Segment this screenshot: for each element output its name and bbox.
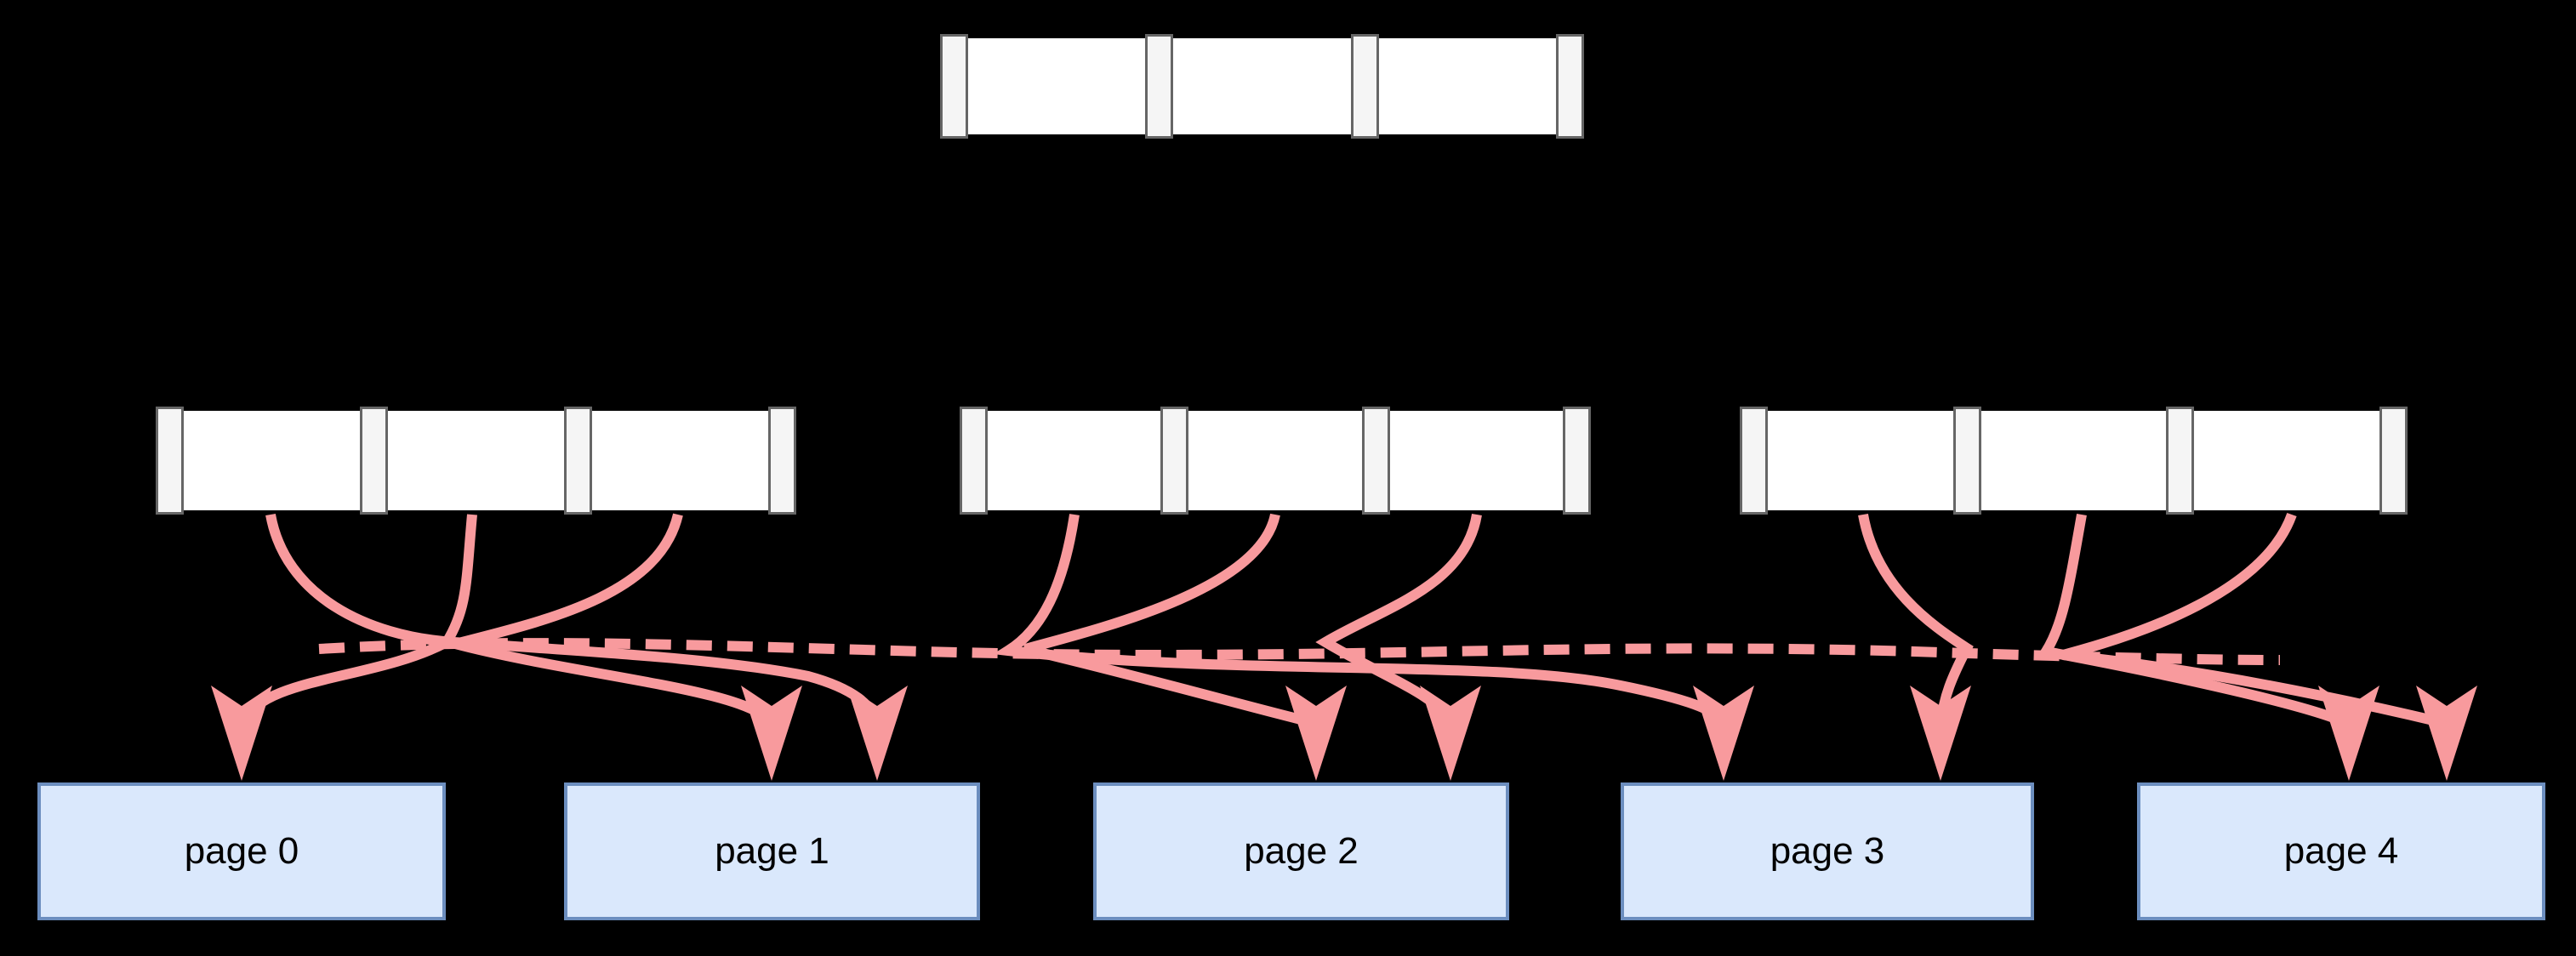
- root-node-cell-1: [968, 38, 1146, 134]
- root-node-slot-divider-3: [1556, 34, 1584, 139]
- internal-node-right-cell-2: [1980, 411, 2167, 510]
- internal-node-right-slot-divider-1: [1952, 407, 1981, 515]
- btree-internal-node-left: [156, 407, 796, 515]
- page-label: page 0: [184, 830, 299, 872]
- page-label: page 4: [2283, 830, 2399, 872]
- internal-node-right-slot-divider-3: [2379, 407, 2408, 515]
- internal-node-right-cell-1: [1768, 411, 1953, 510]
- pointer-arrow-internal-node-middle-cell-2-to-page-2: [1023, 513, 1317, 728]
- pointer-arrowhead-page-1: [741, 686, 802, 781]
- pointer-arrow-internal-node-right-cell-3-to-page-4: [2061, 512, 2446, 728]
- internal-node-left-slot-divider-3: [768, 407, 796, 515]
- pointer-arrowhead-page-0: [211, 686, 272, 781]
- internal-node-middle-cell-1: [988, 411, 1161, 510]
- btree-internal-node-middle: [960, 407, 1591, 515]
- pointer-arrowhead-page-3: [1693, 686, 1754, 781]
- leaf-page-4: page 4: [2137, 782, 2545, 920]
- page-label: page 2: [1244, 830, 1359, 872]
- leaf-page-3: page 3: [1621, 782, 2034, 920]
- internal-node-left-slot-divider-2: [564, 407, 592, 515]
- internal-node-middle-slot-divider-2: [1361, 407, 1390, 515]
- leaf-page-2: page 2: [1093, 782, 1509, 920]
- root-node-cell-2: [1173, 38, 1351, 134]
- pointer-arrowhead-page-4: [2416, 686, 2477, 781]
- pointer-arrow-internal-node-left-cell-1-to-page-1: [265, 513, 882, 726]
- internal-node-middle-cell-3: [1389, 411, 1563, 510]
- page-label: page 3: [1770, 830, 1885, 872]
- internal-node-middle-slot-divider-1: [1160, 407, 1189, 515]
- dashed-link-line: [318, 638, 2281, 665]
- pointer-arrowhead-page-3: [1910, 686, 1971, 781]
- internal-node-left-slot-divider-1: [360, 407, 388, 515]
- btree-root-node: [940, 34, 1584, 139]
- internal-node-middle-slot-divider-3: [1563, 407, 1591, 515]
- page-label: page 1: [715, 830, 829, 872]
- internal-node-left-cell-3: [592, 411, 768, 510]
- pointer-arrow-internal-node-left-cell-2-to-page-0: [237, 514, 477, 726]
- pointer-arrow-internal-node-middle-cell-3-to-page-2: [1315, 513, 1482, 726]
- internal-node-left-cell-1: [184, 411, 360, 510]
- internal-node-right-slot-divider-0: [1740, 407, 1768, 515]
- pointer-arrowhead-page-2: [1285, 686, 1347, 781]
- internal-node-left-slot-divider-0: [156, 407, 184, 515]
- pointer-arrowhead-page-1: [846, 686, 908, 781]
- btree-internal-node-right: [1740, 407, 2408, 515]
- root-node-slot-divider-2: [1350, 34, 1379, 139]
- internal-node-left-cell-2: [388, 411, 564, 510]
- internal-node-right-slot-divider-2: [2166, 407, 2195, 515]
- leaf-page-1: page 1: [564, 782, 980, 920]
- leaf-page-0: page 0: [37, 782, 446, 920]
- root-node-slot-divider-1: [1145, 34, 1174, 139]
- root-node-slot-divider-0: [940, 34, 968, 139]
- pointer-arrow-internal-node-left-cell-3-to-page-1: [435, 513, 776, 726]
- pointer-arrowhead-page-2: [1420, 686, 1481, 781]
- pointer-arrow-internal-node-middle-cell-1-to-page-3: [993, 514, 1729, 726]
- internal-node-middle-cell-2: [1188, 411, 1362, 510]
- internal-node-middle-slot-divider-0: [960, 407, 988, 515]
- internal-node-right-cell-3: [2194, 411, 2379, 510]
- root-node-cell-3: [1378, 38, 1556, 134]
- pointer-arrow-internal-node-right-cell-1-to-page-3: [1858, 513, 1974, 724]
